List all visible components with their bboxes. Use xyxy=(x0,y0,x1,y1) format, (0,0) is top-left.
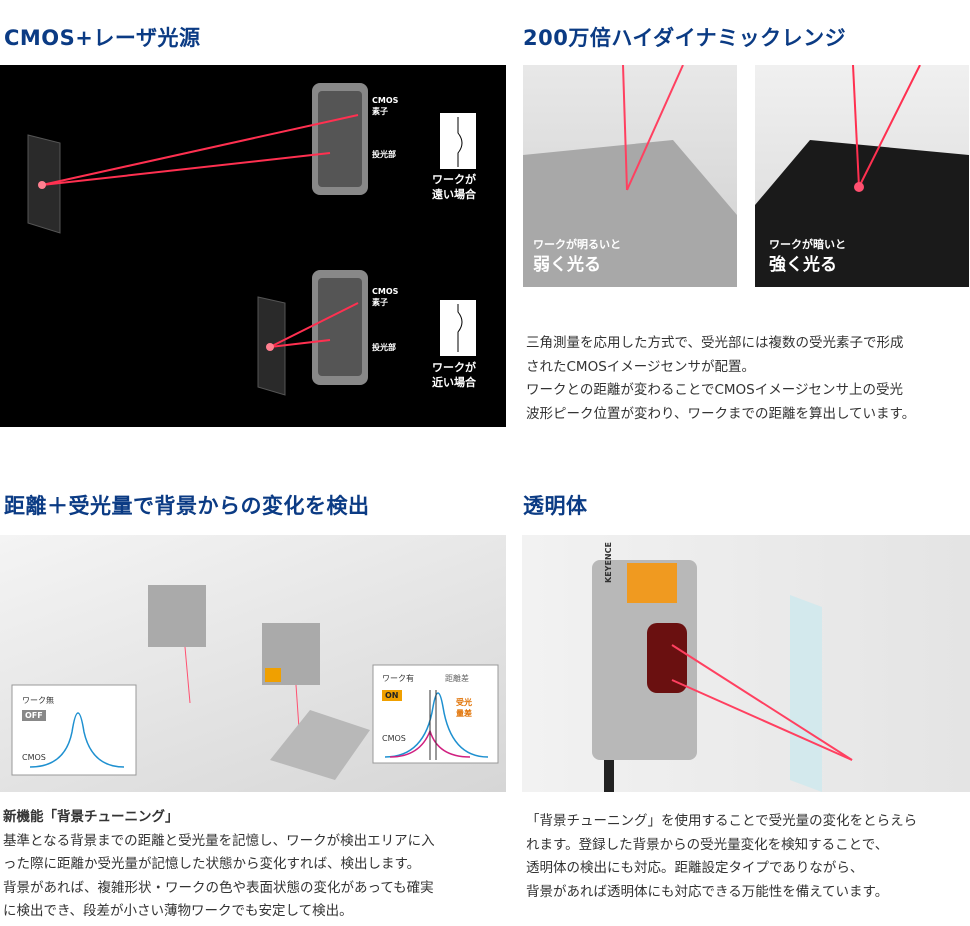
element-label-2: 素子 xyxy=(372,298,388,307)
far-label-2: 遠い場合 xyxy=(432,188,476,201)
dark-caption-large: 強く光る xyxy=(769,255,837,275)
dark-caption-small: ワークが暗いと xyxy=(769,238,846,251)
far-label-1: ワークが xyxy=(432,173,476,186)
near-label-1: ワークが xyxy=(432,361,476,374)
section-title-transparent: 透明体 xyxy=(523,494,588,518)
emitter-label: 投光部 xyxy=(372,150,396,159)
transparent-description: 「背景チューニング」を使用することで受光量の変化をとらえら れます。登録した背景… xyxy=(526,810,917,904)
bright-caption-large: 弱く光る xyxy=(533,255,601,275)
light-diff-label-1: 受光 xyxy=(456,698,472,707)
text-line: 三角測量を応用した方式で、受光部には複数の受光素子で形成 xyxy=(526,335,904,351)
text-line: されたCMOSイメージセンサが配置。 xyxy=(526,358,755,375)
cmos-label: CMOS xyxy=(372,96,399,105)
distance-description: 新機能「背景チューニング」 基準となる背景までの距離と受光量を記憶し、ワークが検… xyxy=(3,806,435,924)
element-label: 素子 xyxy=(372,107,388,116)
text-line: れます。登録した背景からの受光量変化を検知することで、 xyxy=(526,836,889,853)
light-diff-label-2: 量差 xyxy=(456,709,472,718)
cmos-laser-diagram: CMOS 素子 投光部 ワークが 遠い場合 CMOS 素子 投光部 ワークが 近… xyxy=(0,65,506,427)
keyence-logo: KEYENCE xyxy=(604,542,613,583)
on-badge: ON xyxy=(382,690,402,701)
distance-diff-label: 距離差 xyxy=(445,674,469,683)
cmos-label-left: CMOS xyxy=(22,753,46,762)
section-title-range: 200万倍ハイダイナミックレンジ xyxy=(523,26,847,50)
dark-work-image: ワークが暗いと 強く光る xyxy=(755,65,969,287)
text-line: ワークとの距離が変わることでCMOSイメージセンサ上の受光 xyxy=(526,382,903,398)
emitter-label-2: 投光部 xyxy=(372,343,396,352)
text-line: 背景があれば、複雑形状・ワークの色や表面状態の変化があっても確実 xyxy=(3,879,434,896)
text-line: 透明体の検出にも対応。距離設定タイプでありながら、 xyxy=(526,860,864,876)
cmos-label-2: CMOS xyxy=(372,287,399,296)
section-title-distance: 距離＋受光量で背景からの変化を検出 xyxy=(4,494,370,518)
text-line: 背景があれば透明体にも対応できる万能性を備えています。 xyxy=(526,883,889,900)
text-line: った際に距離か受光量が記憶した状態から変化すれば、検出します。 xyxy=(3,856,421,872)
no-work-label: ワーク無 xyxy=(22,696,54,705)
text-line: 基準となる背景までの距離と受光量を記憶し、ワークが検出エリアに入 xyxy=(3,832,435,849)
bright-caption-small: ワークが明るいと xyxy=(533,238,621,251)
transparent-object-image: KEYENCE xyxy=(522,535,970,792)
range-description: 三角測量を応用した方式で、受光部には複数の受光素子で形成 されたCMOSイメージ… xyxy=(526,332,915,426)
off-badge: OFF xyxy=(22,710,46,721)
near-label-2: 近い場合 xyxy=(432,376,476,389)
text-line: に検出でき、段差が小さい薄物ワークでも安定して検出。 xyxy=(3,903,353,919)
text-line: 波形ピーク位置が変わり、ワークまでの距離を算出しています。 xyxy=(526,405,916,422)
subtitle: 新機能「背景チューニング」 xyxy=(3,809,179,825)
text-line: 「背景チューニング」を使用することで受光量の変化をとらえら xyxy=(526,813,918,829)
background-tuning-image: ワーク無 OFF CMOS ワーク有 距離差 ON 受光 量差 CMOS xyxy=(0,535,506,792)
section-title-cmos: CMOS+レーザ光源 xyxy=(4,26,201,50)
work-present-label: ワーク有 xyxy=(382,674,414,683)
bright-work-image: ワークが明るいと 弱く光る xyxy=(523,65,737,287)
cmos-label-right: CMOS xyxy=(382,734,406,743)
